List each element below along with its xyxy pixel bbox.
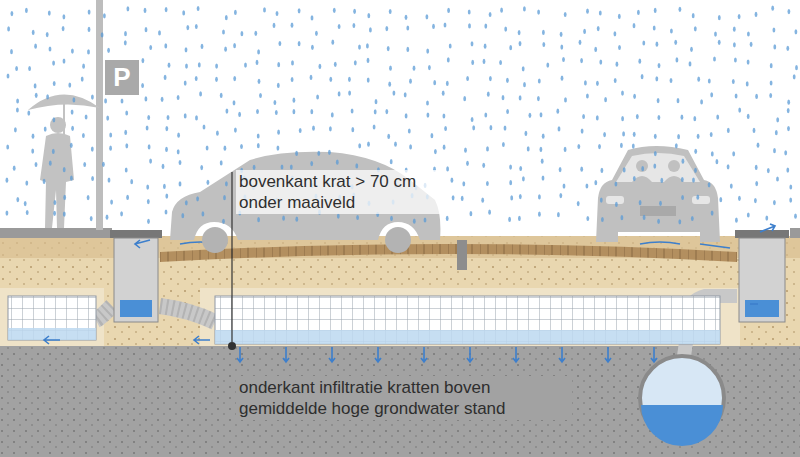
car-front xyxy=(596,146,720,242)
sewer-water xyxy=(641,405,723,446)
pipe xyxy=(96,306,112,320)
sidewalk xyxy=(0,228,112,238)
infiltration-crate xyxy=(8,296,96,340)
gully xyxy=(739,238,785,322)
groundwater-layer xyxy=(0,346,800,457)
annotation: onderkant infiltratie kratten boven gemi… xyxy=(236,376,572,420)
flow-arrows xyxy=(44,224,775,344)
pipe xyxy=(160,306,215,322)
sign-pole xyxy=(96,0,103,230)
check-well xyxy=(457,240,467,270)
windshield xyxy=(616,153,700,182)
bedding xyxy=(0,288,104,348)
raindrops xyxy=(6,6,798,225)
infiltration-arrows xyxy=(237,347,657,362)
parking-sign: P xyxy=(105,60,139,95)
leader-line xyxy=(231,172,232,342)
gully-water xyxy=(745,300,779,317)
annotation: bovenkant krat > 70 cm onder maaiveld xyxy=(236,170,442,214)
leader-dot xyxy=(228,342,236,350)
pipe-ribs xyxy=(96,306,112,320)
person-silhouette xyxy=(28,94,100,228)
gully-grate xyxy=(110,230,162,238)
bedding xyxy=(200,288,740,348)
paving xyxy=(160,244,737,262)
groundwater-texture xyxy=(0,346,800,457)
crate-water xyxy=(215,330,720,344)
wheel xyxy=(202,227,228,253)
infiltration-crate xyxy=(215,296,720,344)
sign-letter: P xyxy=(113,62,130,93)
gully xyxy=(114,238,158,322)
gully-water xyxy=(120,300,152,317)
crate-water xyxy=(8,328,96,340)
wheel xyxy=(385,227,411,253)
sidewalk xyxy=(790,228,800,238)
pipe-ribs xyxy=(160,306,215,322)
